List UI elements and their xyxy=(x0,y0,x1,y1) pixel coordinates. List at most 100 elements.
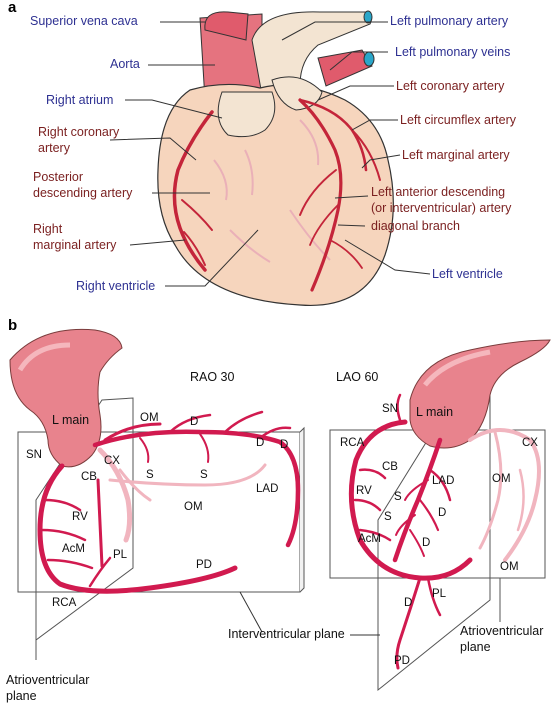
rao-acm-branch xyxy=(46,558,94,570)
lao-pl: PL xyxy=(432,588,447,600)
rao-d2: D xyxy=(256,437,264,449)
rao-aorta xyxy=(9,328,123,468)
rao-rca-label: RCA xyxy=(52,597,77,609)
diagonal-branch-2 xyxy=(309,204,339,246)
lao-cx: CX xyxy=(522,437,538,449)
coronary-arteries xyxy=(172,98,381,292)
label-left-pulmonary-artery: Left pulmonary artery xyxy=(390,14,509,28)
label-interventricular-plane: Interventricular plane xyxy=(228,627,345,641)
rao-rv-branch xyxy=(40,528,87,542)
rao-rca-group xyxy=(37,463,238,594)
label-lad-2: (or interventricular) artery xyxy=(371,201,512,215)
rao-l-main: L main xyxy=(52,413,89,427)
panel-a-leaders xyxy=(109,21,431,287)
rao-pl: PL xyxy=(113,549,128,561)
label-right-marginal-1: Right xyxy=(33,222,63,236)
label-lad-1: Left anterior descending xyxy=(371,185,505,199)
rao-circumflex-group xyxy=(97,447,267,543)
rao-om-top xyxy=(103,422,162,442)
label-right-marginal-2: marginal artery xyxy=(33,238,117,252)
lao-lad xyxy=(392,437,443,563)
lao-l-main: L main xyxy=(416,405,453,419)
rao-s2: S xyxy=(200,469,208,481)
rao-cx: CX xyxy=(104,455,120,467)
lao-pl-branch xyxy=(426,576,442,617)
lao-septal-1 xyxy=(404,479,429,501)
lao-diagonal-2 xyxy=(418,498,440,532)
lao-rv-branch xyxy=(353,498,382,512)
pulmonary-artery-opening xyxy=(363,10,373,24)
rao-atrioventricular-plane xyxy=(35,397,134,641)
rao-s1: S xyxy=(146,469,154,481)
lao-acm: AcM xyxy=(358,533,381,545)
lao-acm-branch xyxy=(358,528,392,542)
label-left-circumflex-artery: Left circumflex artery xyxy=(400,113,517,127)
label-superior-vena-cava: Superior vena cava xyxy=(30,14,138,28)
right-marginal-artery xyxy=(183,231,206,266)
lao-pd: PD xyxy=(394,655,410,667)
rao-om-mid: OM xyxy=(184,501,203,513)
rao-view: RAO 30 L main SN CB CX OM D D D S S OM L… xyxy=(9,328,305,660)
rao-d1: D xyxy=(190,416,198,428)
lao-s2: S xyxy=(384,511,392,523)
rao-sn: SN xyxy=(26,449,42,461)
lao-septal-2 xyxy=(395,514,416,536)
lao-pd-branch xyxy=(395,576,422,670)
lao-view-label: LAO 60 xyxy=(336,370,378,384)
lao-om1: OM xyxy=(492,473,511,485)
panel-a-letter: a xyxy=(8,0,17,16)
lao-cb-branch xyxy=(358,468,387,480)
rao-diagonal-1 xyxy=(168,413,212,434)
rao-rv: RV xyxy=(72,511,88,523)
heart-illustration xyxy=(157,10,394,307)
label-atrioventricular-rao-1: Atrioventricular xyxy=(6,673,89,687)
lao-sn: SN xyxy=(382,403,398,415)
lao-d3: D xyxy=(404,597,412,609)
lao-diagonal-3 xyxy=(409,529,425,557)
rao-view-label: RAO 30 xyxy=(190,370,235,384)
label-left-marginal-artery: Left marginal artery xyxy=(402,148,510,162)
lao-d2: D xyxy=(422,537,430,549)
label-posterior-descending-2: descending artery xyxy=(33,186,133,200)
lao-view: LAO 60 SN L main RCA CB CX RV S LAD OM S… xyxy=(329,339,551,692)
lao-lad-label: LAD xyxy=(432,475,454,487)
label-right-ventricle: Right ventricle xyxy=(76,279,155,293)
right-coronary-artery xyxy=(172,110,214,272)
label-left-coronary-artery: Left coronary artery xyxy=(396,79,505,93)
lao-om2: OM xyxy=(500,561,519,573)
rao-pd: PD xyxy=(196,559,212,571)
rao-d3: D xyxy=(280,439,288,451)
label-atrioventricular-lao-2: plane xyxy=(460,640,491,654)
rao-septal-1 xyxy=(139,437,150,463)
rao-acm: AcM xyxy=(62,543,85,555)
rao-diagonal-2 xyxy=(223,410,264,434)
lao-aorta-highlight xyxy=(423,349,491,387)
lao-lad-group xyxy=(392,437,452,563)
rao-lad-group xyxy=(92,410,301,548)
rao-septal-2 xyxy=(199,433,210,463)
lao-rca-group xyxy=(348,393,473,670)
lao-rv: RV xyxy=(356,485,372,497)
rao-plane-edge xyxy=(299,426,305,593)
lao-circumflex-group xyxy=(468,428,541,562)
panel-b-leaders xyxy=(239,591,380,636)
rao-lad-label: LAD xyxy=(256,483,278,495)
lao-cb: CB xyxy=(382,461,398,473)
label-right-coronary-1: Right coronary xyxy=(38,125,120,139)
left-marginal-artery xyxy=(351,129,381,181)
lao-s1: S xyxy=(394,491,402,503)
rao-sn-branch xyxy=(96,478,104,568)
left-anterior-descending-artery xyxy=(298,98,343,292)
rao-lad xyxy=(92,429,301,548)
label-left-pulmonary-veins: Left pulmonary veins xyxy=(395,45,510,59)
rao-cb: CB xyxy=(81,471,97,483)
rao-pl-branch xyxy=(88,556,112,588)
lao-diagonal-1 xyxy=(428,468,452,502)
heart-body xyxy=(157,83,394,307)
label-right-coronary-2: artery xyxy=(38,141,71,155)
lao-rca-label: RCA xyxy=(340,437,365,449)
posterior-descending-artery xyxy=(181,199,213,231)
panel-b-letter: b xyxy=(8,317,17,334)
rao-rca xyxy=(37,463,238,594)
